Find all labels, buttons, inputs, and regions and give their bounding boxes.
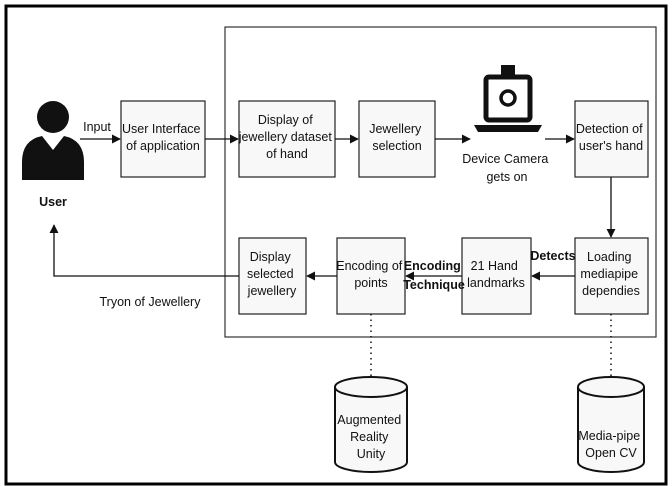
display-selected-box — [238, 237, 307, 315]
jewellery-selection-line-1: Jewellery — [369, 122, 422, 136]
tryon-label: Tryon of Jewellery — [100, 295, 202, 309]
svg-text:Detection of user's hand: Detection of user's hand — [576, 122, 646, 153]
mediapipe-db-line-1: Media-pipe — [578, 429, 640, 443]
svg-text:Encoding Technique: Encoding Technique — [403, 259, 465, 292]
user-icon — [22, 101, 84, 180]
svg-text:Display selected jewel: Display selected jewellery — [247, 250, 297, 298]
detection-box — [574, 100, 649, 178]
svg-text:Jewellery selection: Jewellery selection — [369, 122, 425, 153]
technique-label-line-2: Technique — [403, 278, 465, 292]
svg-text:Media-pipe Open CV: Media-pipe Open CV — [578, 429, 643, 460]
svg-text:21 Hand landmarks: 21 Hand landmarks — [467, 259, 525, 290]
display-dataset-line-2: jewellery dataset — [238, 130, 333, 144]
ui-box — [120, 100, 206, 178]
encoding-box — [336, 237, 406, 315]
display-selected-line-2: selected — [247, 267, 294, 281]
camera-laptop-icon — [474, 65, 542, 132]
display-dataset-line-3: of hand — [266, 147, 308, 161]
loading-box — [574, 237, 649, 315]
encoding-line-2: points — [354, 276, 387, 290]
mediapipe-opencv-database — [577, 376, 645, 473]
svg-text:Augmented Reality Unit: Augmented Reality Unity — [337, 413, 404, 461]
mediapipe-db-line-2: Open CV — [585, 446, 637, 460]
ui-label-line-1: User Interface — [122, 122, 201, 136]
arrow-display-to-user — [49, 224, 239, 277]
detection-line-1: Detection of — [576, 122, 643, 136]
svg-text:Device Camera gets on: Device Camera gets on — [462, 152, 552, 184]
ar-db-line-1: Augmented — [337, 413, 401, 427]
user-label: User — [39, 195, 67, 209]
detects-label: Detects — [530, 249, 575, 263]
svg-text:Loading mediapipe depe: Loading mediapipe dependies — [580, 250, 641, 298]
loading-line-3: dependies — [582, 284, 640, 298]
input-label: Input — [83, 120, 111, 134]
svg-text:Encoding of points: Encoding of points — [336, 259, 406, 290]
loading-line-1: Loading — [587, 250, 632, 264]
display-selected-line-1: Display — [250, 250, 292, 264]
camera-label-line-2: gets on — [486, 170, 527, 184]
ui-label-line-2: of application — [126, 139, 200, 153]
ar-db-line-3: Unity — [357, 447, 386, 461]
detection-line-2: user's hand — [579, 139, 643, 153]
ar-db-line-2: Reality — [350, 430, 389, 444]
jewellery-selection-line-2: selection — [372, 139, 421, 153]
landmarks-box — [461, 237, 532, 315]
svg-text:User Interface of applicat: User Interface of application — [122, 122, 204, 153]
landmarks-line-1: 21 Hand — [471, 259, 518, 273]
display-dataset-line-1: Display of — [258, 113, 313, 127]
encoding-line-1: Encoding of — [336, 259, 403, 273]
display-selected-line-3: jewellery — [247, 284, 297, 298]
landmarks-line-2: landmarks — [467, 276, 525, 290]
outer-frame — [4, 4, 668, 486]
ar-unity-database — [334, 376, 408, 473]
svg-text:Display of jewellery datas: Display of jewellery dataset of hand — [238, 113, 336, 161]
system-boundary — [224, 26, 657, 338]
loading-line-2: mediapipe — [580, 267, 638, 281]
camera-label-line-1: Device Camera — [462, 152, 548, 166]
technique-label-line-1: Encoding — [404, 259, 461, 273]
